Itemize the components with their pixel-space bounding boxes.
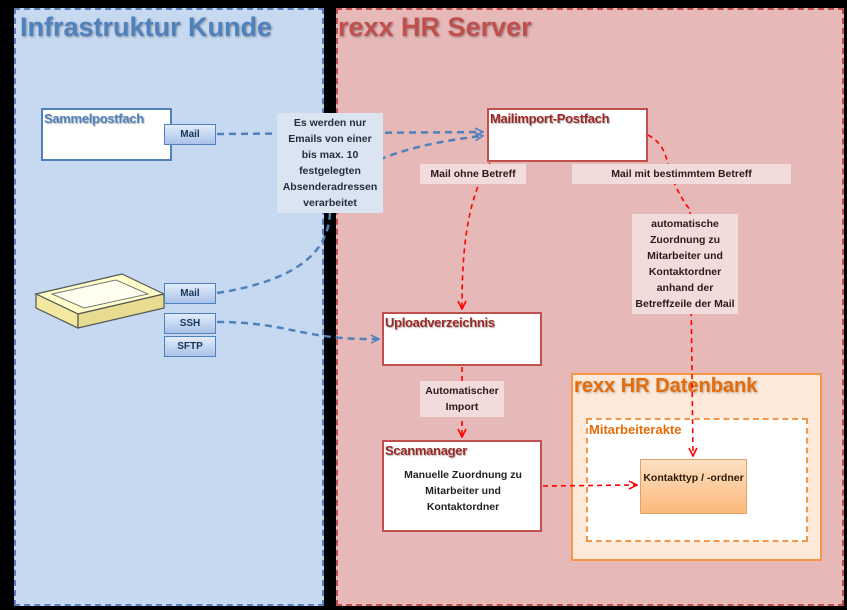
sftp-protocol-tag: SFTP: [164, 336, 216, 357]
employee-file-zone: [586, 418, 808, 542]
database-zone-title: rexx HR Datenbank: [574, 375, 758, 397]
scan-manager-description: Manuelle Zuordnung zu Mitarbeiter und Ko…: [404, 469, 522, 513]
customer-zone-title: Infrastruktur Kunde: [20, 12, 273, 42]
automatic-assignment-note: automatische Zuordnung zu Mitarbeiter un…: [632, 214, 738, 314]
mail-with-subject-note: Mail mit bestimmtem Betreff: [572, 164, 791, 184]
employee-file-title: Mitarbeiterakte: [589, 422, 682, 437]
scan-manager-title: Scanmanager: [385, 443, 467, 458]
sender-restriction-note: Es werden nur Emails von einer bis max. …: [277, 113, 383, 213]
scan-manager: Scanmanager: [382, 440, 542, 532]
mail-import-mailbox-title: Mailimport-Postfach: [490, 111, 610, 126]
scanner-mail-protocol-tag: Mail: [164, 283, 216, 304]
scanner-mail-connector: [216, 136, 482, 295]
mail-import-mailbox: Mailimport-Postfach: [487, 108, 648, 162]
automatic-import-note: Automatischer Import: [420, 381, 504, 417]
collective-mailbox: Sammelpostfach: [41, 108, 172, 161]
server-zone-title: rexx HR Server: [338, 12, 532, 42]
collective-mailbox-title: Sammelpostfach: [44, 111, 144, 126]
import-to-upload-connector: [462, 162, 491, 308]
upload-directory: Uploadverzeichnis: [382, 312, 542, 366]
mail-without-subject-note: Mail ohne Betreff: [420, 164, 526, 184]
mail-protocol-tag: Mail: [164, 124, 216, 145]
ssh-to-upload-connector: [216, 320, 378, 339]
upload-directory-title: Uploadverzeichnis: [385, 315, 495, 330]
ssh-protocol-tag: SSH: [164, 313, 216, 334]
scanmanager-to-contact-folder-connector: [542, 485, 636, 486]
flatbed-scanner-icon: [34, 273, 166, 329]
contact-type-folder-box: Kontakttyp / -ordner: [640, 459, 747, 514]
